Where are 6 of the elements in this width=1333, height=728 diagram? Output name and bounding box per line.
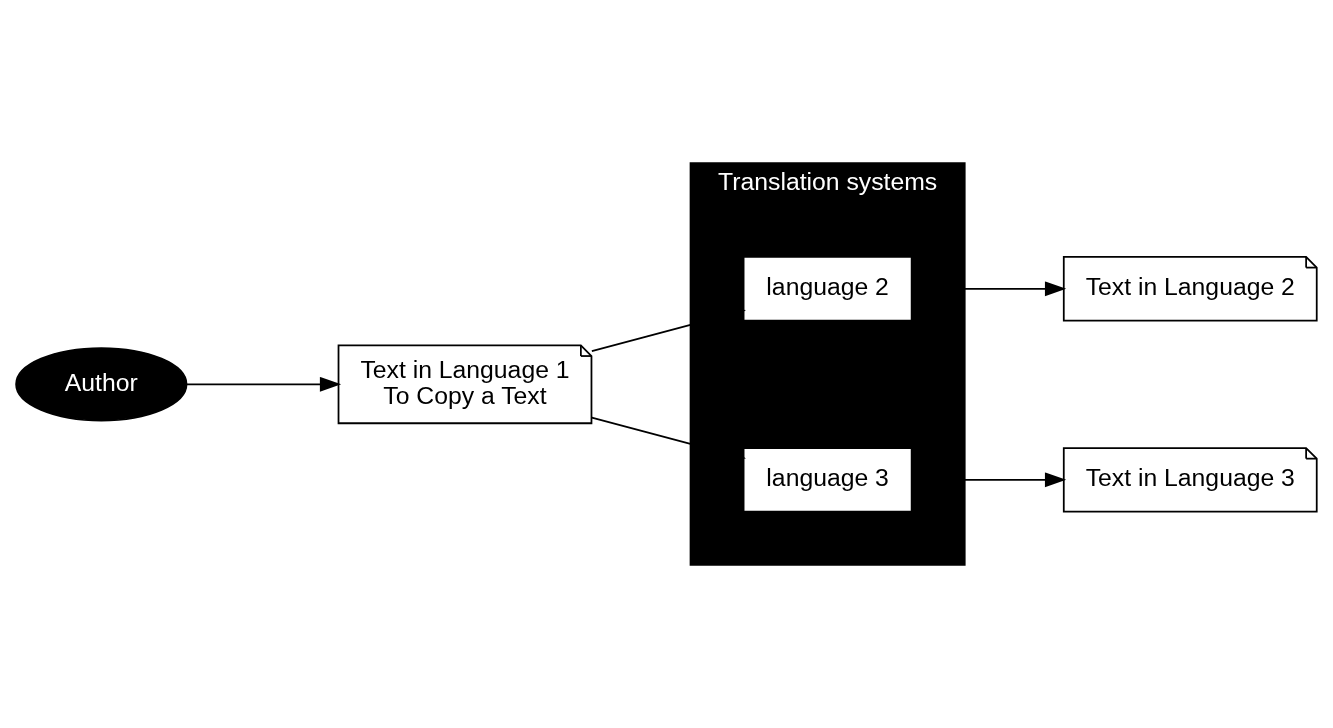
node-box: language 3	[742, 447, 913, 513]
node-ellipse: Author	[15, 347, 188, 422]
arrow	[590, 416, 746, 461]
arrow	[590, 308, 746, 352]
node-box: language 2	[742, 256, 913, 322]
arrow	[185, 376, 342, 392]
